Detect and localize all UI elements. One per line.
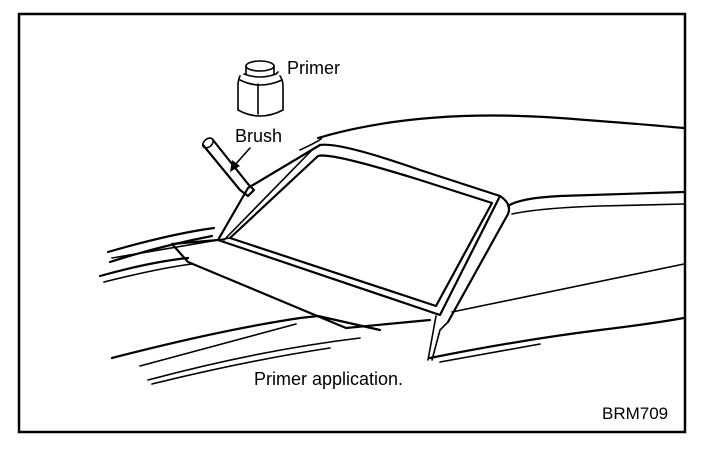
car-body [98,114,686,385]
brush-label: Brush [235,126,283,146]
arrow-icon [230,147,251,172]
primer-label: Primer [287,58,340,78]
figure-border [17,12,687,434]
primer-jar-icon [237,60,284,117]
figure-caption: Primer application. [254,369,404,389]
figure-code: BRM709 [602,404,669,423]
